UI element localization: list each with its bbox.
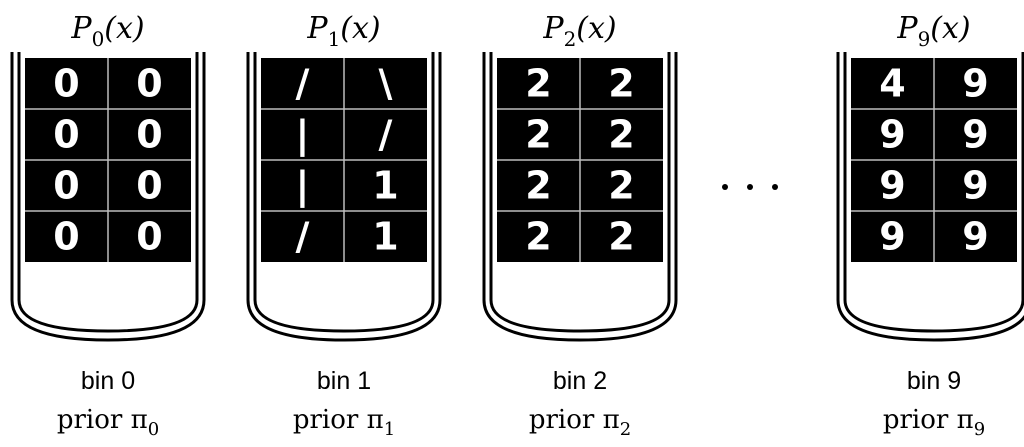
title-argument: (x) <box>930 11 970 46</box>
prior-symbol: π <box>603 405 620 435</box>
digit-image: 0 <box>136 62 162 106</box>
bin-label: bin 0 <box>81 367 135 395</box>
digit-image: 9 <box>879 164 905 208</box>
prior-subscript: 9 <box>974 419 985 440</box>
prior-symbol: π <box>131 405 148 435</box>
digit-image: 0 <box>53 113 79 157</box>
prior-symbol: π <box>367 405 384 435</box>
ellipsis <box>722 184 778 190</box>
digit-image: 0 <box>53 164 79 208</box>
prior-word: prior <box>529 405 603 435</box>
bin-container-outer <box>482 52 678 342</box>
bin-container-inner <box>843 52 1024 333</box>
prior-word: prior <box>883 405 957 435</box>
bin-container-outer <box>246 52 442 342</box>
digit-image: 2 <box>608 113 634 157</box>
title-subscript: 9 <box>918 27 931 51</box>
prior-word: prior <box>57 405 131 435</box>
title-subscript: 0 <box>92 27 105 51</box>
digit-image: 0 <box>136 215 162 259</box>
bin-container-outer <box>10 52 206 342</box>
digit-image: 9 <box>962 164 988 208</box>
title-letter: P <box>896 11 918 46</box>
prior-subscript: 0 <box>148 419 159 440</box>
bin-title: P9(x) <box>896 11 970 51</box>
digit-image: \ <box>379 62 393 106</box>
bin-title: P0(x) <box>70 11 144 51</box>
digit-image: 2 <box>525 164 551 208</box>
digit-image: 9 <box>879 113 905 157</box>
bin-label: bin 9 <box>907 367 961 395</box>
prior-symbol: π <box>957 405 974 435</box>
bin-container-inner <box>489 52 671 333</box>
digit-image: 2 <box>525 113 551 157</box>
prior-label: prior π1 <box>293 405 395 440</box>
prior-label: prior π2 <box>529 405 631 440</box>
digit-image: 1 <box>372 215 398 259</box>
digit-image: 0 <box>136 113 162 157</box>
prior-label: prior π0 <box>57 405 159 440</box>
bin-label: bin 1 <box>317 367 371 395</box>
bin-container-inner <box>253 52 435 333</box>
prior-word: prior <box>293 405 367 435</box>
prior-subscript: 1 <box>384 419 395 440</box>
digit-image: 9 <box>962 113 988 157</box>
digit-image: 4 <box>879 62 905 106</box>
prior-label: prior π9 <box>883 405 985 440</box>
digit-image: 9 <box>879 215 905 259</box>
ellipsis-dot <box>747 184 753 190</box>
digit-image: 2 <box>608 215 634 259</box>
digit-image: / <box>296 215 310 259</box>
title-argument: (x) <box>576 11 616 46</box>
digit-image: 2 <box>608 164 634 208</box>
title-argument: (x) <box>104 11 144 46</box>
digit-image: 2 <box>525 62 551 106</box>
digit-image: 2 <box>608 62 634 106</box>
digit-image: 0 <box>53 215 79 259</box>
digit-image: 0 <box>53 62 79 106</box>
title-letter: P <box>70 11 92 46</box>
bin-container-outer <box>836 52 1024 342</box>
title-subscript: 1 <box>328 27 341 51</box>
bin-container-inner <box>17 52 199 333</box>
ellipsis-dot <box>772 184 778 190</box>
title-argument: (x) <box>340 11 380 46</box>
digit-image: 9 <box>962 215 988 259</box>
bin-label: bin 2 <box>553 367 607 395</box>
digit-image: 2 <box>525 215 551 259</box>
digit-image: | <box>296 164 310 209</box>
digit-image: | <box>296 113 310 158</box>
digit-image: 1 <box>372 164 398 208</box>
ellipsis-dot <box>722 184 728 190</box>
digit-image: / <box>296 62 310 106</box>
title-letter: P <box>542 11 564 46</box>
prior-subscript: 2 <box>620 419 631 440</box>
digit-image: / <box>379 113 393 157</box>
bin-title: P1(x) <box>306 11 380 51</box>
digit-image: 0 <box>136 164 162 208</box>
bin-title: P2(x) <box>542 11 616 51</box>
title-letter: P <box>306 11 328 46</box>
digit-image: 9 <box>962 62 988 106</box>
title-subscript: 2 <box>564 27 577 51</box>
